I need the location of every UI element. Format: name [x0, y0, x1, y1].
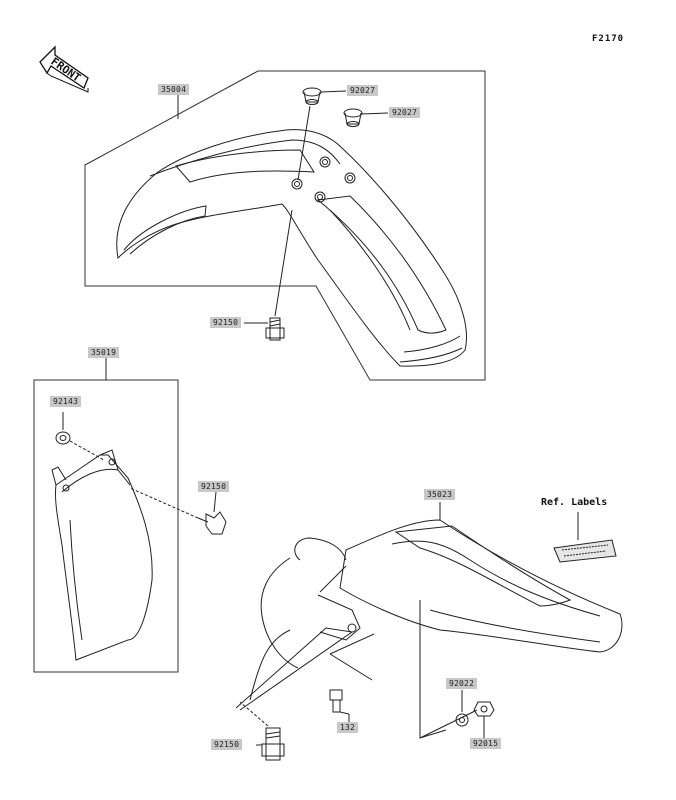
bolt-92150-front [265, 317, 285, 341]
part-label-92150-front[interactable]: 92150 [210, 317, 242, 328]
part-label-35019[interactable]: 35019 [88, 347, 120, 358]
part-label-92015[interactable]: 92015 [470, 738, 502, 749]
part-label-35004[interactable]: 35004 [158, 84, 190, 95]
grommet-92027-b [343, 108, 363, 127]
ref-labels-icon [553, 512, 617, 563]
part-label-92150-rear[interactable]: 92150 [211, 739, 243, 750]
front-fender-shape [116, 129, 467, 367]
front-arrow-icon: FRONT [39, 45, 89, 93]
figure-id: F2170 [592, 34, 625, 44]
rear-fender-shape [235, 519, 623, 711]
part-label-92027-b[interactable]: 92027 [389, 107, 421, 118]
part-label-132[interactable]: 132 [337, 722, 359, 733]
mud-flap-shape [51, 449, 153, 661]
mudguard-callout-box [33, 379, 179, 673]
ref-labels-title: Ref. Labels [541, 497, 608, 508]
nut-92015 [473, 701, 495, 717]
part-label-92022[interactable]: 92022 [446, 678, 478, 689]
part-label-92150-flap[interactable]: 92150 [198, 481, 230, 492]
part-label-35023[interactable]: 35023 [424, 489, 456, 500]
part-label-92027-a[interactable]: 92027 [347, 85, 379, 96]
bolt-132 [329, 689, 343, 713]
nut-92143 [55, 431, 71, 445]
grommet-92027-a [302, 87, 322, 105]
bolt-92150-flap [197, 511, 227, 535]
part-label-92143[interactable]: 92143 [50, 396, 82, 407]
bolt-92150-rear [261, 727, 285, 761]
front-arrow-label: FRONT [48, 55, 83, 85]
front-fender-callout-box [84, 70, 486, 381]
